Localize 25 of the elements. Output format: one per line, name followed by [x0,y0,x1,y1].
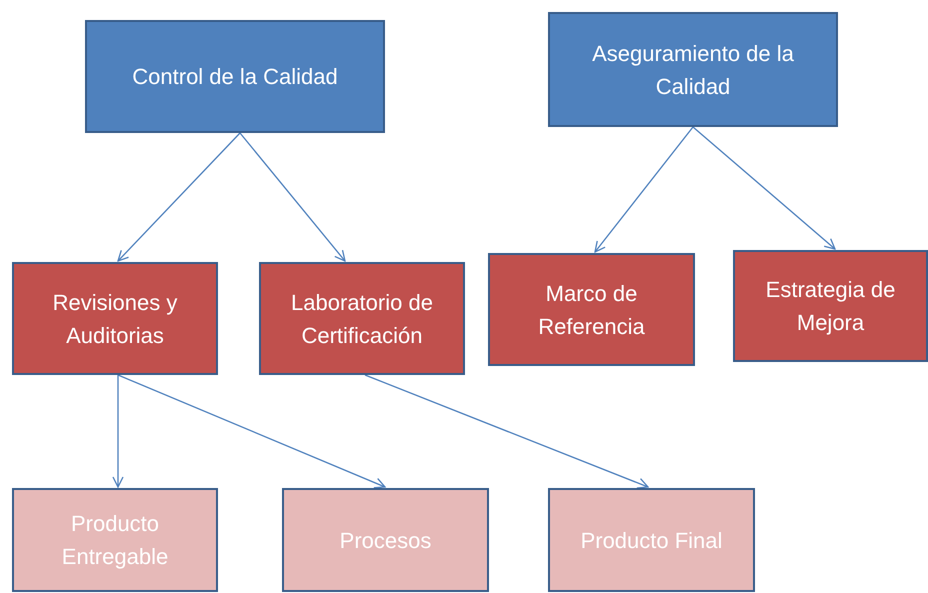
subcategory-box [488,253,695,366]
subcategory-box [733,250,928,362]
arrow [118,374,386,488]
category-box [548,12,838,127]
box-label: Revisiones y Auditorias [52,288,178,350]
arrow [240,132,346,262]
arrow [112,375,124,488]
box-label: Control de la Calidad [132,63,338,91]
box-label: Producto Final [580,526,722,554]
subcategory-box [12,262,218,375]
category-box [85,20,385,133]
arrow [117,132,240,262]
box-label: Aseguramiento de la Calidad [591,40,795,100]
subcategory-box [259,262,465,375]
item-box [282,488,489,592]
arrow [692,126,836,250]
arrow [594,126,694,253]
box-label: Estrategia de Mejora [764,276,896,337]
item-box [548,488,755,592]
arrow [364,374,649,489]
item-box [12,488,218,592]
box-label: Laboratorio de Certificación [290,288,434,350]
box-label: Marco de Referencia [537,280,646,340]
box-label: Procesos [340,526,432,554]
box-label: Producto Entregable [60,510,170,571]
